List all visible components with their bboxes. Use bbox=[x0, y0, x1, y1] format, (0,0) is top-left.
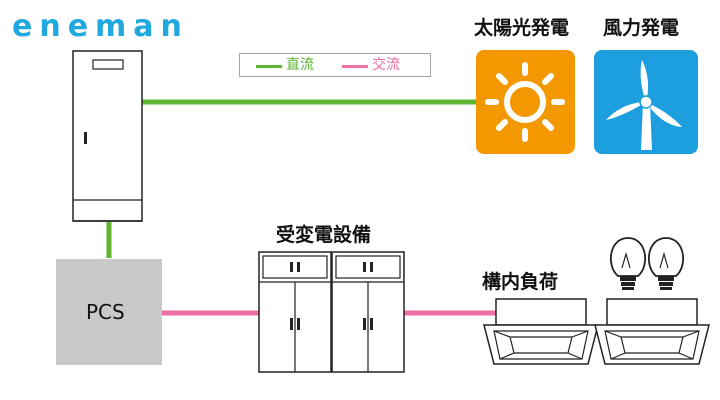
legend-ac-label: 交流 bbox=[372, 57, 400, 73]
ceiling-aircon-icon bbox=[594, 298, 710, 365]
legend: 直流 交流 bbox=[239, 53, 431, 77]
ceiling-aircon-icon bbox=[483, 298, 599, 365]
pcs-label: PCS bbox=[86, 300, 125, 324]
solar-sun-icon bbox=[476, 50, 575, 154]
solar-label: 太陽光発電 bbox=[474, 17, 570, 39]
load-label: 構内負荷 bbox=[482, 271, 559, 293]
pcs-box bbox=[56, 259, 162, 365]
legend-dc-label: 直流 bbox=[286, 57, 314, 73]
wind-turbine-icon bbox=[594, 50, 698, 154]
battery-cabinet-icon bbox=[72, 50, 143, 222]
substation-cabinet-icon bbox=[258, 251, 405, 373]
substation-label: 受変電設備 bbox=[276, 224, 372, 246]
wind-label: 風力発電 bbox=[603, 17, 680, 39]
light-bulb-icon bbox=[609, 237, 647, 290]
light-bulb-icon bbox=[647, 237, 685, 290]
brand-logo: eneman bbox=[12, 9, 189, 44]
legend-ac-swatch bbox=[342, 65, 368, 68]
legend-dc-swatch bbox=[256, 65, 282, 68]
